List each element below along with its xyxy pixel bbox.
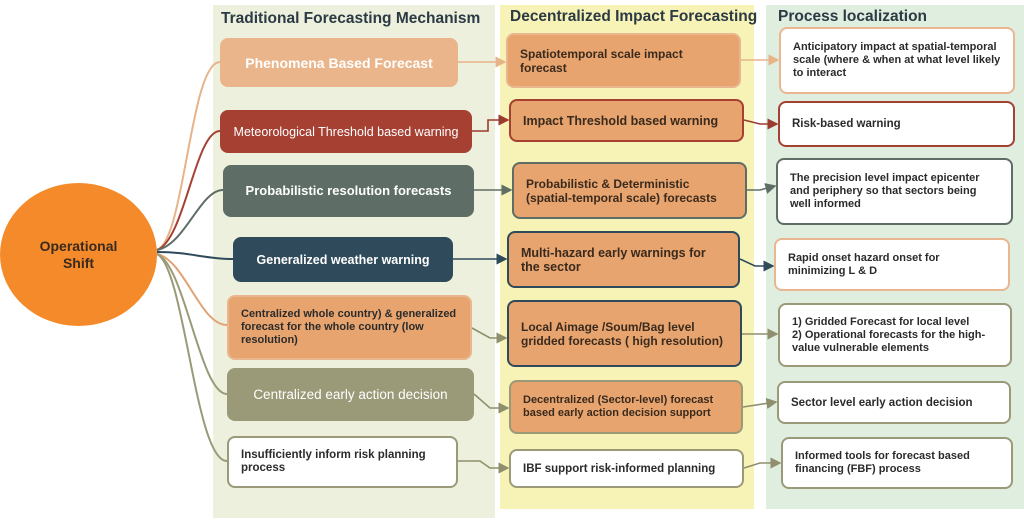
decentralized-box-2: Impact Threshold based warning <box>509 99 744 142</box>
localization-box-1: Anticipatory impact at spatial-temporal … <box>779 27 1015 94</box>
operational-shift-circle: Operational Shift <box>0 183 157 326</box>
localization-box-3: The precision level impact epicenter and… <box>776 158 1013 225</box>
link-2a <box>472 114 510 132</box>
decentralized-box-3: Probabilistic & Deterministic (spatial-t… <box>512 162 747 219</box>
column-title-decentralized: Decentralized Impact Forecasting <box>510 8 758 25</box>
link-7a <box>458 460 510 474</box>
column-title-traditional: Traditional Forecasting Mechanism <box>221 10 481 27</box>
decentralized-box-5: Local Aimage /Soum/Bag level gridded for… <box>507 300 742 367</box>
link-7b <box>743 457 782 469</box>
branch-4 <box>156 251 234 260</box>
traditional-box-2: Meteorological Threshold based warning <box>220 110 472 153</box>
decentralized-box-6: Decentralized (Sector-level) forecast ba… <box>509 380 743 434</box>
traditional-box-4: Generalized weather warning <box>233 237 453 282</box>
localization-box-4: Rapid onset hazard onset for minimizing … <box>774 238 1010 291</box>
localization-box-7: Informed tools for forecast based financ… <box>781 437 1013 489</box>
decentralized-box-1: Spatiotemporal scale impact forecast <box>506 33 741 88</box>
branch-2 <box>156 130 221 251</box>
link-5a <box>471 327 508 344</box>
localization-box-6: Sector level early action decision <box>777 381 1011 424</box>
branch-7 <box>156 253 228 462</box>
link-2b <box>743 118 779 130</box>
link-4b <box>739 258 775 272</box>
traditional-box-7: Insufficiently inform risk planning proc… <box>227 436 458 488</box>
decentralized-box-4: Multi-hazard early warnings for the sect… <box>507 231 740 288</box>
link-6b <box>742 397 778 409</box>
branch-1 <box>156 61 221 251</box>
localization-box-5: 1) Gridded Forecast for local level 2) O… <box>778 303 1012 367</box>
branch-5 <box>156 253 228 326</box>
traditional-box-3: Probabilistic resolution forecasts <box>223 165 474 217</box>
branch-3 <box>156 189 224 251</box>
link-3b <box>747 183 777 194</box>
traditional-box-5: Centralized whole country) & generalized… <box>227 295 472 360</box>
decentralized-box-7: IBF support risk-informed planning <box>509 449 744 488</box>
link-6a <box>473 393 510 414</box>
localization-box-2: Risk-based warning <box>778 101 1015 147</box>
traditional-box-1: Phenomena Based Forecast <box>220 38 458 87</box>
branch-6 <box>156 253 228 395</box>
column-title-localization: Process localization <box>778 8 928 25</box>
operational-shift-label: Operational Shift <box>39 237 118 271</box>
traditional-box-6: Centralized early action decision <box>227 368 474 421</box>
